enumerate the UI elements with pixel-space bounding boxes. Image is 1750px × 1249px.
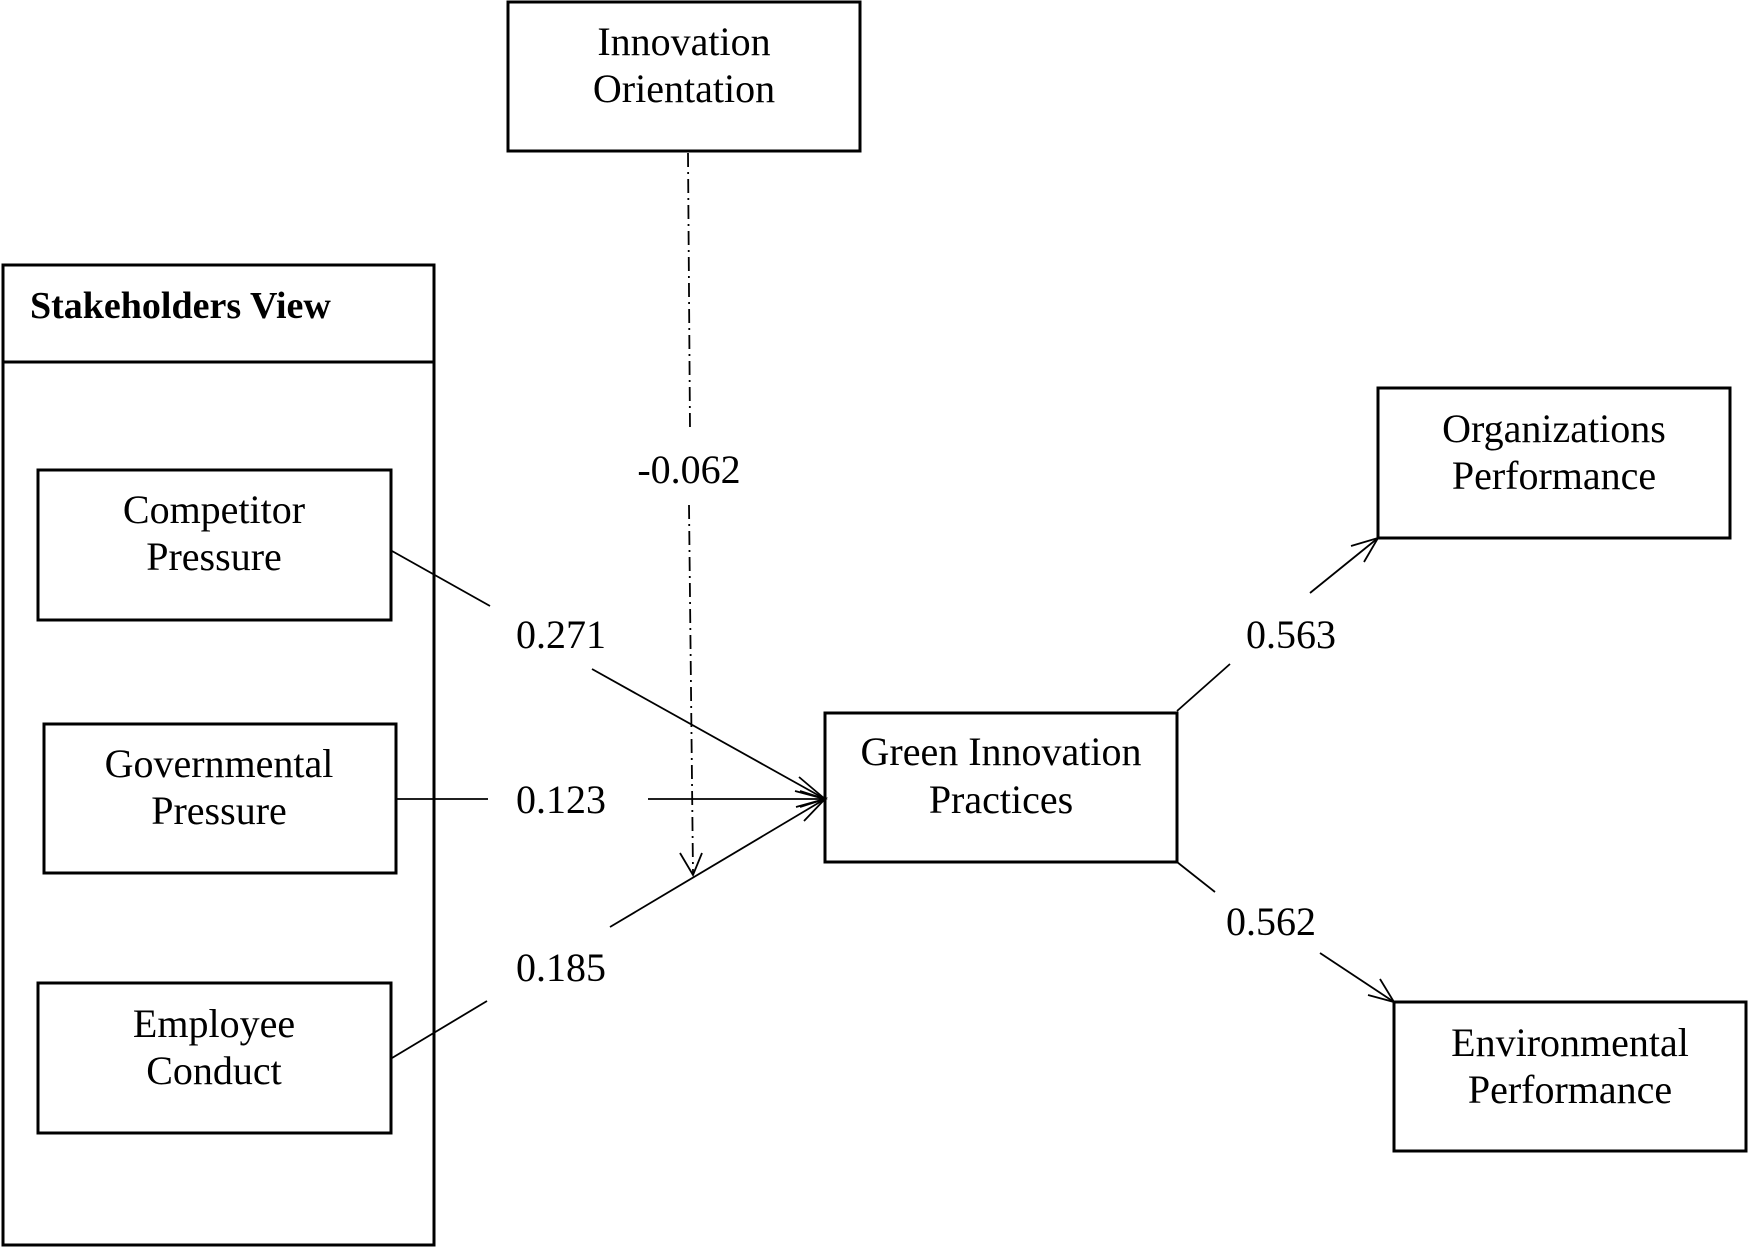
employee-arrowhead (795, 797, 828, 822)
coef-innovation-orientation: -0.062 (637, 447, 740, 492)
governmental-pressure-label-line2: Pressure (151, 788, 287, 833)
employee-conduct-label-line2: Conduct (146, 1048, 282, 1093)
coef-green-to-organizations: 0.563 (1246, 612, 1336, 657)
innovation-orientation-box (506, 0, 862, 153)
employee-line-segment-1 (391, 1000, 488, 1059)
environmental-performance-label-line1: Environmental (1451, 1020, 1689, 1065)
competitor-line-segment-2 (591, 668, 826, 800)
employee-line-segment-2 (609, 798, 826, 928)
organizations-performance-label-line2: Performance (1452, 453, 1656, 498)
coef-governmental-pressure: 0.123 (516, 777, 606, 822)
organizations-arrowhead (1350, 536, 1380, 563)
environmental-line-segment-1 (1176, 861, 1216, 893)
coef-employee-conduct: 0.185 (516, 945, 606, 990)
stakeholders-panel-title: Stakeholders View (30, 285, 331, 327)
path-green-to-organizations: 0.563 (1176, 536, 1380, 712)
environmental-arrowhead (1367, 978, 1396, 1004)
path-employee-to-green: 0.185 (391, 797, 828, 1059)
competitor-arrowhead (794, 776, 826, 800)
path-green-to-environmental: 0.562 (1176, 861, 1396, 1004)
environmental-line-segment-2 (1319, 952, 1395, 1003)
node-organizations-performance: Organizations Performance (1376, 386, 1732, 540)
organizations-performance-label-line1: Organizations (1442, 406, 1666, 451)
green-innovation-practices-box (823, 711, 1179, 864)
organizations-performance-box (1376, 386, 1732, 540)
governmental-pressure-label-line1: Governmental (105, 741, 334, 786)
coef-competitor-pressure: 0.271 (516, 612, 606, 657)
node-green-innovation-practices: Green Innovation Practices (823, 711, 1179, 864)
moderation-line-lower (688, 504, 694, 874)
competitor-line-segment-1 (391, 550, 491, 607)
innovation-orientation-label-line1: Innovation (597, 19, 770, 64)
green-innovation-practices-label-line2: Practices (929, 777, 1073, 822)
stakeholders-panel-frame (1, 263, 436, 1247)
node-governmental-pressure: Governmental Pressure (42, 722, 398, 875)
path-governmental-to-green: 0.123 (396, 777, 828, 822)
organizations-line-segment-1 (1176, 663, 1231, 712)
employee-conduct-box (36, 981, 393, 1135)
innovation-orientation-label-line2: Orientation (593, 66, 775, 111)
moderation-arrowhead (679, 852, 703, 878)
moderation-line-upper (687, 152, 691, 431)
node-employee-conduct: Employee Conduct (36, 981, 393, 1135)
node-innovation-orientation: Innovation Orientation (506, 0, 862, 153)
node-environmental-performance: Environmental Performance (1392, 1000, 1748, 1153)
path-competitor-to-green: 0.271 (391, 550, 826, 800)
environmental-performance-box (1392, 1000, 1748, 1153)
competitor-pressure-box (36, 468, 393, 622)
competitor-pressure-label-line2: Pressure (146, 534, 282, 579)
coef-green-to-environmental: 0.562 (1226, 899, 1316, 944)
path-innovation-orientation-moderation: -0.062 (637, 152, 741, 878)
organizations-line-segment-2 (1309, 537, 1379, 594)
node-competitor-pressure: Competitor Pressure (36, 468, 393, 622)
employee-conduct-label-line1: Employee (133, 1001, 295, 1046)
competitor-pressure-label-line1: Competitor (123, 487, 305, 532)
environmental-performance-label-line2: Performance (1468, 1067, 1672, 1112)
stakeholders-view-panel: Stakeholders View (1, 263, 436, 1247)
green-innovation-practices-label-line1: Green Innovation (860, 729, 1141, 774)
